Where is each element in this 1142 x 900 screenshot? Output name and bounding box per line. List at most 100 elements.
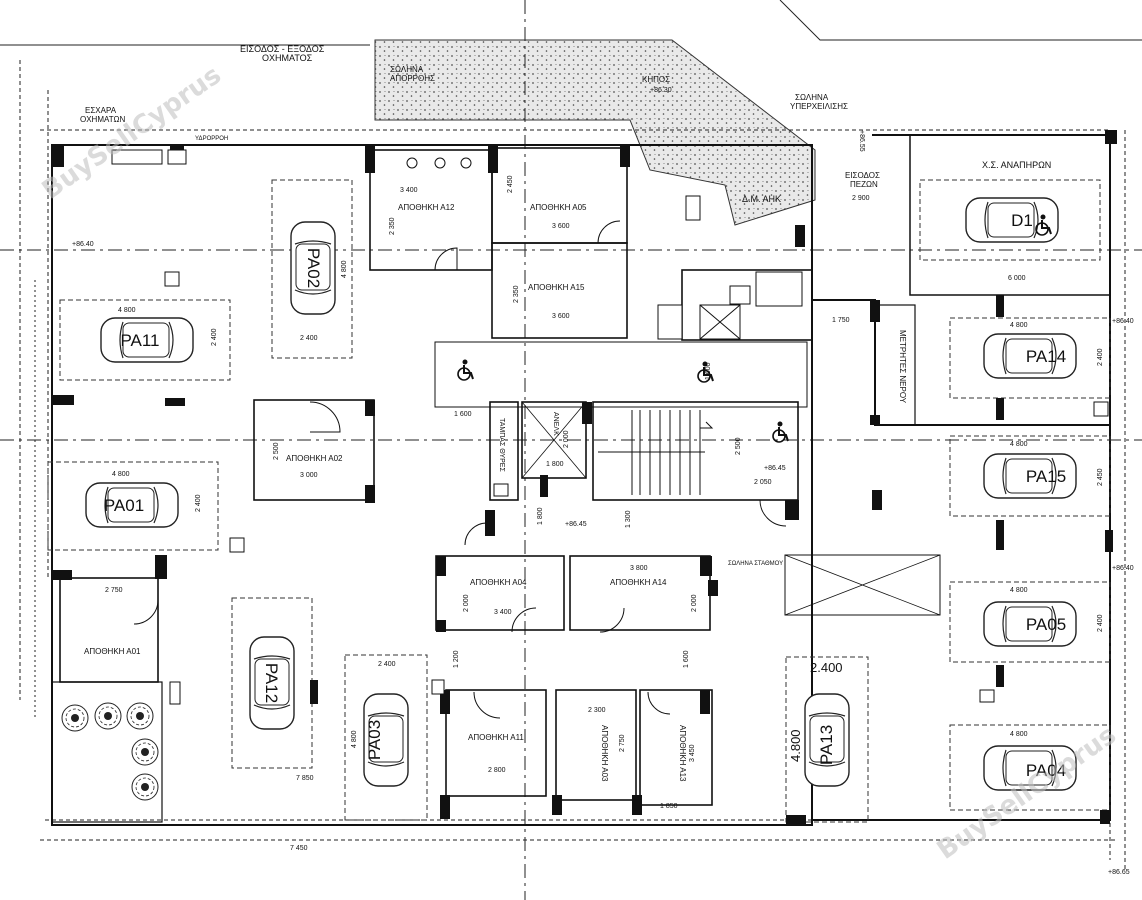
label-fire-door: ΤΑΜΠΑΣ ΘΥΡΕΣ bbox=[498, 418, 505, 472]
dim-label: 4 800 bbox=[351, 730, 358, 748]
dim-label: 2 400 bbox=[378, 661, 396, 668]
label-storage-a05: ΑΠΟΘΗΚΗ Α05 bbox=[530, 203, 587, 212]
label-drain-pipe-2: ΑΠΟΡΡΟΗΣ bbox=[390, 74, 435, 83]
dim-label-large: 4.800 bbox=[788, 729, 803, 762]
label-level-stairs: +86.45 bbox=[764, 465, 786, 472]
dim-label: 4 800 bbox=[112, 471, 130, 478]
dim-label: 6 000 bbox=[1008, 275, 1026, 282]
dim-label: 2 400 bbox=[195, 494, 202, 512]
dim-label: 4 800 bbox=[1010, 731, 1028, 738]
parking-label-pa03: PA03 bbox=[365, 720, 384, 760]
label-level-top-right: +86.55 bbox=[858, 130, 865, 152]
dim-label: 4 800 bbox=[1010, 322, 1028, 329]
dim-label: 3 000 bbox=[300, 472, 318, 479]
dim-label: 4 800 bbox=[1010, 587, 1028, 594]
dim-label: 1 850 bbox=[660, 803, 678, 810]
label-storage-a01: ΑΠΟΘΗΚΗ Α01 bbox=[84, 647, 141, 656]
label-entrance-vehicles-2: ΟΧΗΜΑΤΟΣ bbox=[262, 53, 313, 63]
dim-label: 3 800 bbox=[630, 565, 648, 572]
label-garden: ΚΗΠΟΣ bbox=[642, 75, 670, 84]
parking-label-pa02: PA02 bbox=[304, 248, 323, 288]
label-grate: ΕΣΧΑΡΑ bbox=[85, 106, 117, 115]
dim-label: 1 600 bbox=[454, 411, 472, 418]
dim-label: 1 200 bbox=[453, 650, 460, 668]
garden-area bbox=[374, 39, 816, 226]
dim-label: 2 450 bbox=[507, 175, 514, 193]
dim-label: 3 600 bbox=[552, 223, 570, 230]
parking-label-pa04: PA04 bbox=[1026, 761, 1066, 780]
label-level-right-a: +86.40 bbox=[1112, 318, 1134, 325]
parking-label-d1: D1 bbox=[1011, 211, 1033, 230]
dim-label: 2 350 bbox=[513, 285, 520, 303]
dim-label: 3 400 bbox=[400, 187, 418, 194]
parking-label-pa12: PA12 bbox=[262, 663, 281, 703]
label-storage-a03: ΑΠΟΘΗΚΗ Α03 bbox=[600, 725, 609, 782]
label-level-right-b: +86.40 bbox=[1112, 565, 1134, 572]
parking-label-pa01: PA01 bbox=[104, 496, 144, 515]
dim-label: 1 800 bbox=[537, 507, 544, 525]
dim-label: 2 050 bbox=[754, 479, 772, 486]
label-overflow-pipe-2: ΥΠΕΡΧΕΙΛΙΣΗΣ bbox=[790, 102, 848, 111]
parking-label-pa14: PA14 bbox=[1026, 347, 1066, 366]
parking-label-pa13: PA13 bbox=[817, 725, 836, 765]
dim-label: 2 400 bbox=[1097, 614, 1104, 632]
label-storage-a12: ΑΠΟΘΗΚΗ Α12 bbox=[398, 203, 455, 212]
parking-label-pa15: PA15 bbox=[1026, 467, 1066, 486]
dim-label: 2 000 bbox=[691, 594, 698, 612]
label-drain-pipe: ΣΩΛΗΝΑ bbox=[390, 65, 424, 74]
watermark: BuySellCyprus bbox=[932, 720, 1122, 866]
label-garden-level: +86.30 bbox=[650, 87, 672, 94]
label-pedestrian-entry: ΕΙΣΟΔΟΣ bbox=[845, 171, 880, 180]
dim-label: 2 400 bbox=[211, 328, 218, 346]
label-dm-ahk: Δ.Μ. ΑΗΚ bbox=[742, 194, 781, 204]
label-entrance-vehicles: ΕΙΣΟΔΟΣ - ΕΞΟΔΟΣ bbox=[240, 44, 325, 54]
dim-label: 2 500 bbox=[735, 437, 742, 455]
columns bbox=[52, 130, 1117, 825]
label-disabled-space: Χ.Σ. ΑΝΑΠΗΡΩΝ bbox=[982, 160, 1051, 170]
label-pedestrian-entry-2: ΠΕΖΩΝ bbox=[850, 180, 878, 189]
label-lift: ΑΝΕΛΚ bbox=[552, 412, 559, 436]
label-level-mid: +86.45 bbox=[565, 521, 587, 528]
dim-label: 1 800 bbox=[546, 461, 564, 468]
building-walls bbox=[51, 134, 1111, 826]
wheelchair-icon bbox=[457, 213, 1052, 443]
dim-label: 4 800 bbox=[341, 260, 348, 278]
label-pump: ΣΩΛΗΝΑ ΣΤΑΘΜΟΥ bbox=[728, 561, 783, 567]
dim-label: 2 400 bbox=[300, 335, 318, 342]
dim-label: 1 750 bbox=[832, 317, 850, 324]
dim-label: 2 400 bbox=[1097, 348, 1104, 366]
dim-label: 2 800 bbox=[488, 767, 506, 774]
label-storage-a13: ΑΠΟΘΗΚΗ Α13 bbox=[678, 725, 687, 782]
dim-label: 2 750 bbox=[105, 587, 123, 594]
label-overflow-pipe: ΣΩΛΗΝΑ bbox=[795, 93, 829, 102]
label-storage-a15: ΑΠΟΘΗΚΗ Α15 bbox=[528, 283, 585, 292]
dim-label: 7 450 bbox=[290, 845, 308, 852]
watermark: BuySellCyprus bbox=[37, 60, 227, 206]
dim-label: 2 000 bbox=[563, 430, 570, 448]
dim-label: 2 900 bbox=[852, 195, 870, 202]
dim-label: 2 750 bbox=[619, 734, 626, 752]
dim-label: 3 600 bbox=[552, 313, 570, 320]
dim-label: 1 300 bbox=[625, 510, 632, 528]
parking-label-pa05: PA05 bbox=[1026, 615, 1066, 634]
dim-label: 3 400 bbox=[494, 609, 512, 616]
dim-label: 2 300 bbox=[588, 707, 606, 714]
label-storage-a02: ΑΠΟΘΗΚΗ Α02 bbox=[286, 454, 343, 463]
dim-label: 4 800 bbox=[118, 307, 136, 314]
dim-label: 2 500 bbox=[273, 442, 280, 460]
parking-bays bbox=[47, 179, 1111, 823]
dim-label: 2 450 bbox=[1097, 468, 1104, 486]
dim-label: 7 850 bbox=[296, 775, 314, 782]
dim-label-large: 2.400 bbox=[810, 660, 843, 675]
label-hydrant: ΥΔΡΟΡΡΟΗ bbox=[195, 136, 228, 142]
fixtures bbox=[111, 149, 1109, 705]
label-storage-a14: ΑΠΟΘΗΚΗ Α14 bbox=[610, 578, 667, 587]
dim-label: 4 800 bbox=[1010, 441, 1028, 448]
parking-label-pa11: PA11 bbox=[120, 331, 159, 350]
staircase bbox=[598, 410, 714, 495]
dim-label: 2 350 bbox=[389, 217, 396, 235]
label-storage-a11: ΑΠΟΘΗΚΗ Α11 bbox=[468, 733, 524, 742]
label-level-bottom-right: +86.65 bbox=[1108, 869, 1130, 876]
dim-label: 1 600 bbox=[683, 650, 690, 668]
